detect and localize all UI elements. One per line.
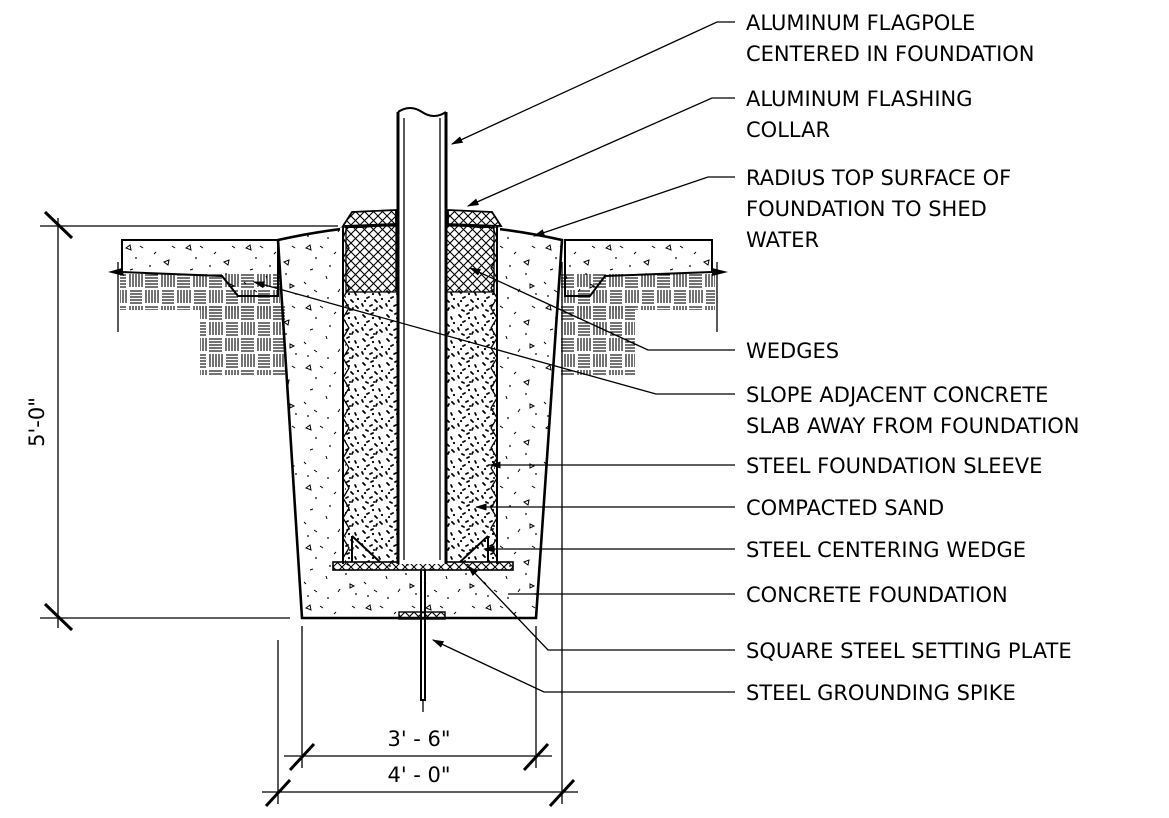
svg-text:ALUMINUM FLASHING: ALUMINUM FLASHING [746,87,973,111]
svg-text:COLLAR: COLLAR [746,118,830,142]
svg-text:CENTERED IN FOUNDATION: CENTERED IN FOUNDATION [746,42,1035,66]
callout-steel-sleeve: STEEL FOUNDATION SLEEVE [746,454,1042,478]
callout-slope-slab: SLOPE ADJACENT CONCRETE SLAB AWAY FROM F… [746,383,1080,438]
flagpole [396,107,448,564]
svg-text:SLOPE ADJACENT CONCRETE: SLOPE ADJACENT CONCRETE [746,383,1048,407]
flashing-collar-right [447,209,503,227]
callout-flagpole: ALUMINUM FLAGPOLE CENTERED IN FOUNDATION [746,11,1035,66]
svg-text:ALUMINUM FLAGPOLE: ALUMINUM FLAGPOLE [746,11,975,35]
callout-wedges: WEDGES [746,339,839,363]
dimension-top-width: 4' - 0" [387,763,450,787]
svg-text:SQUARE STEEL SETTING PLATE: SQUARE STEEL SETTING PLATE [746,639,1072,663]
dimension-lines [40,210,578,808]
callout-flashing-collar: ALUMINUM FLASHING COLLAR [746,87,973,142]
callout-concrete-foundation: CONCRETE FOUNDATION [746,583,1008,607]
dimension-height: 5'-0" [25,397,49,447]
adjacent-slab-right [564,239,713,297]
svg-text:STEEL CENTERING WEDGE: STEEL CENTERING WEDGE [746,538,1026,562]
flashing-collar-left [341,209,397,227]
svg-text:STEEL GROUNDING SPIKE: STEEL GROUNDING SPIKE [746,681,1016,705]
svg-text:RADIUS TOP SURFACE OF: RADIUS TOP SURFACE OF [746,166,1011,190]
wedge-left [345,225,397,293]
callout-setting-plate: SQUARE STEEL SETTING PLATE [746,639,1072,663]
svg-text:WEDGES: WEDGES [746,339,839,363]
wedge-right [445,225,495,293]
svg-text:STEEL FOUNDATION SLEEVE: STEEL FOUNDATION SLEEVE [746,454,1042,478]
callout-grounding-spike: STEEL GROUNDING SPIKE [746,681,1016,705]
svg-text:FOUNDATION TO SHED: FOUNDATION TO SHED [746,197,987,221]
callout-centering-wedge: STEEL CENTERING WEDGE [746,538,1026,562]
soil-hatch-right [560,262,718,375]
svg-text:WATER: WATER [746,228,819,252]
callout-radius-top: RADIUS TOP SURFACE OF FOUNDATION TO SHED… [746,166,1011,252]
leader-lines [252,21,735,693]
svg-text:SLAB AWAY FROM FOUNDATION: SLAB AWAY FROM FOUNDATION [746,414,1080,438]
callout-compacted-sand: COMPACTED SAND [746,496,944,520]
dimension-bottom-width: 3' - 6" [387,727,450,751]
svg-text:CONCRETE FOUNDATION: CONCRETE FOUNDATION [746,583,1008,607]
svg-text:COMPACTED SAND: COMPACTED SAND [746,496,944,520]
centering-wedge-left [351,535,381,563]
